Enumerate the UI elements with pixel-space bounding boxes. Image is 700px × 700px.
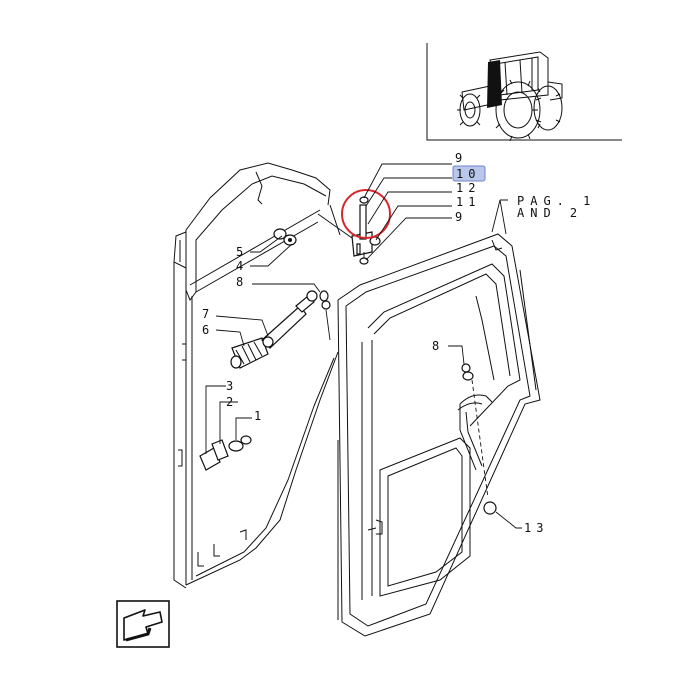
cab-frame — [173, 162, 341, 589]
tractor-thumbnail — [426, 43, 622, 142]
parts-4-5 — [273, 228, 297, 246]
callout-10-highlight — [452, 165, 486, 182]
callout-6[interactable]: 6 — [202, 323, 214, 337]
callout-2[interactable]: 2 — [226, 395, 238, 409]
callout-13[interactable]: 13 — [524, 521, 548, 535]
callout-11[interactable]: 11 — [456, 195, 480, 209]
callout-4[interactable]: 4 — [236, 259, 248, 273]
callout-8-right[interactable]: 8 — [432, 339, 444, 353]
callout-9-top[interactable]: 9 — [455, 151, 467, 165]
page-ref-line1: PAG. 1 — [517, 194, 596, 208]
callout-8-left[interactable]: 8 — [236, 275, 248, 289]
callout-leaders — [205, 163, 522, 529]
gas-strut — [230, 290, 331, 369]
callout-7[interactable]: 7 — [202, 307, 214, 321]
callout-10[interactable]: 10 — [456, 167, 480, 181]
door-frame — [337, 233, 541, 637]
callout-1[interactable]: 1 — [254, 409, 266, 423]
latch-parts — [199, 435, 252, 471]
page-ref-line2: AND 2 — [517, 206, 583, 220]
callout-9-low[interactable]: 9 — [455, 210, 467, 224]
highlight-circle — [341, 189, 391, 239]
callout-3[interactable]: 3 — [226, 379, 238, 393]
callout-5[interactable]: 5 — [236, 245, 248, 259]
callout-12[interactable]: 12 — [456, 181, 480, 195]
parts-8-13 — [461, 363, 497, 515]
arrow-back-icon[interactable] — [116, 600, 170, 648]
